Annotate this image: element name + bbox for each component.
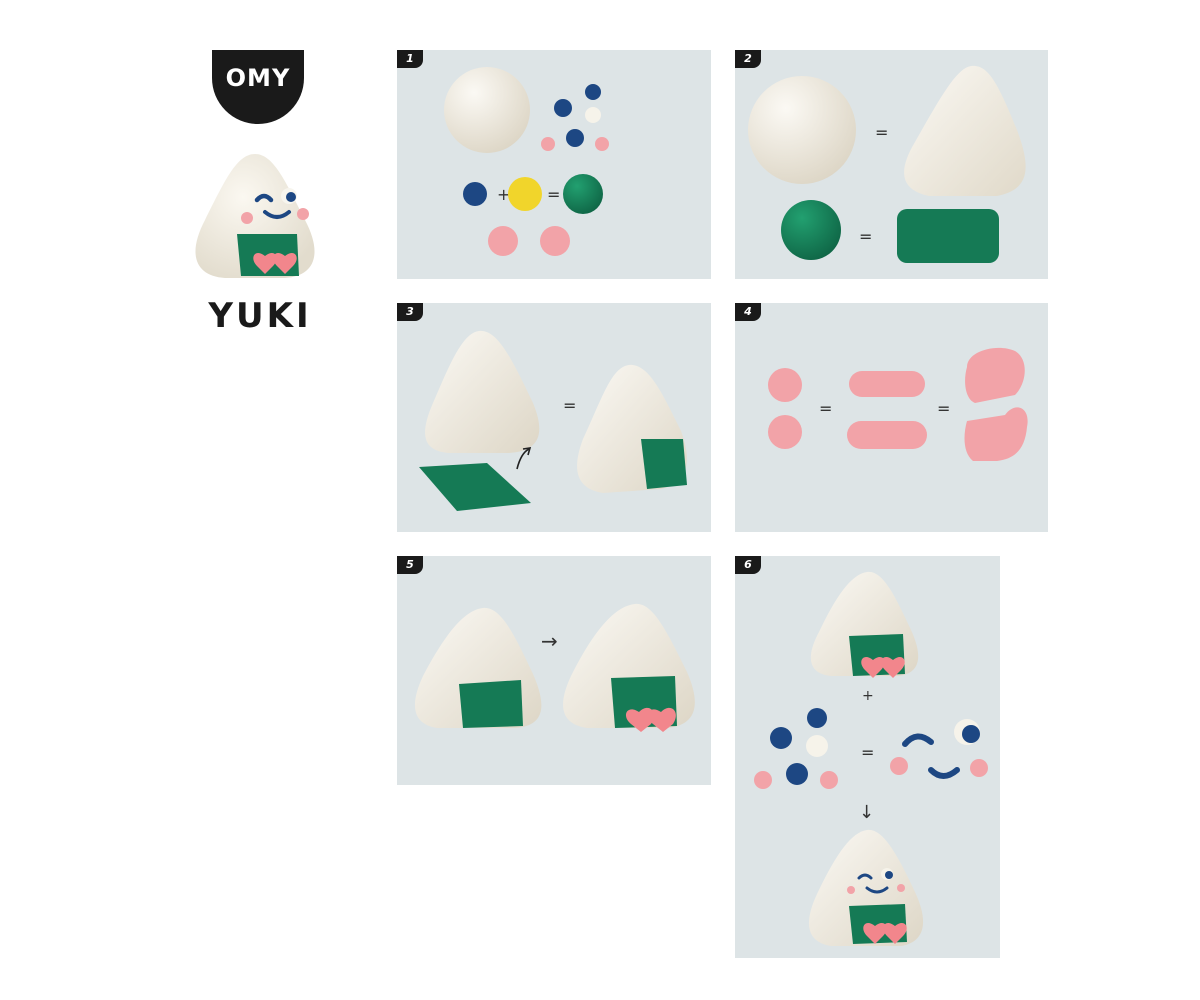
equals-symbol-2: = <box>859 227 872 246</box>
step-number: 2 <box>735 50 761 68</box>
equals-symbol: = <box>547 185 560 204</box>
plus-symbol: + <box>497 185 510 204</box>
step-number: 1 <box>397 50 423 68</box>
arrow-down-icon: ↓ <box>859 802 874 823</box>
arrow-right-icon: → <box>541 629 558 653</box>
step-number: 6 <box>735 556 761 574</box>
step-2-illustration: = = <box>748 65 1026 263</box>
step-3-illustration: = <box>419 330 687 511</box>
equals-symbol-2: = <box>937 399 950 418</box>
equals-symbol: = <box>819 399 832 418</box>
logo-text: OMY <box>225 64 291 92</box>
step-5-panel: → 5 <box>397 556 711 785</box>
step-1-illustration: + = <box>444 67 609 256</box>
step-3-panel: = 3 <box>397 303 711 532</box>
step-2-panel: = = 2 <box>735 50 1048 279</box>
step-4-illustration: = = <box>768 347 1028 461</box>
product-title: YUKI <box>208 296 312 336</box>
step-number: 4 <box>735 303 761 321</box>
omy-logo: OMY <box>212 50 304 124</box>
plus-symbol: + <box>862 688 874 704</box>
step-1-panel: + = 1 <box>397 50 711 279</box>
equals-symbol: = <box>563 396 576 415</box>
step-6-illustration: + = ↓ <box>754 571 988 946</box>
step-5-illustration: → <box>414 603 695 732</box>
step-number: 5 <box>397 556 423 574</box>
equals-symbol: = <box>875 123 888 142</box>
step-6-panel: + = ↓ 6 <box>735 556 1000 958</box>
equals-symbol: = <box>861 743 874 762</box>
step-number: 3 <box>397 303 423 321</box>
step-4-panel: = = 4 <box>735 303 1048 532</box>
yuki-character-image <box>195 154 315 278</box>
